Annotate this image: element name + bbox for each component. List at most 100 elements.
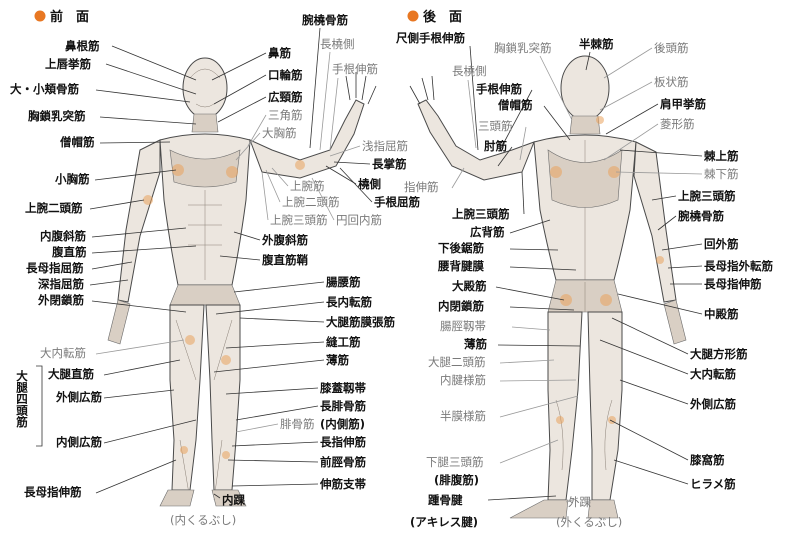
label-toukotsu: 橈側 xyxy=(358,177,381,191)
label-enkai-nai: 円回内筋 xyxy=(336,213,382,227)
label-gaiheisa: 外閉鎖筋 xyxy=(37,293,84,307)
label-naiken-you: 内腱様筋 xyxy=(440,373,486,387)
label-chuu: 肘筋 xyxy=(484,139,507,153)
label-jouwan-santou-left: 上腕三頭筋 xyxy=(452,207,510,221)
label-jouwan: 上腕筋 xyxy=(290,179,325,193)
label-choutou-soku: 長橈側 xyxy=(320,37,355,51)
label-naifuku-sha: 内腹斜筋 xyxy=(40,229,86,243)
label-kyokka: 棘下筋 xyxy=(704,167,739,181)
label-kyokujou: 棘上筋 xyxy=(704,149,739,163)
label-kouhai: 広背筋 xyxy=(470,225,505,239)
label-daiden: 大殿筋 xyxy=(452,279,487,293)
label-jouwan-santou-b: 上腕三頭筋 xyxy=(678,189,736,203)
label-kourin: 口輪筋 xyxy=(268,68,303,82)
label-shukon-shin-b: 手根伸筋 xyxy=(476,82,522,96)
label-naisoku-kou: 内側広筋 xyxy=(56,435,102,449)
label-naisoku-paren: (内側筋) xyxy=(320,417,365,431)
label-shitsuka: 膝窩筋 xyxy=(690,453,725,467)
label-chuuden: 中殿筋 xyxy=(704,307,739,321)
label-zenkei-kotsu: 前脛骨筋 xyxy=(320,455,366,469)
label-shukon-kukkin: 手根屈筋 xyxy=(374,195,420,209)
back-title: 後 面 xyxy=(423,9,462,25)
label-chounai-ten: 長内転筋 xyxy=(326,295,372,309)
label-choubo-shi-gaiten: 長母指外転筋 xyxy=(704,259,773,273)
label-wantou-kotsu-b: 腕橈骨筋 xyxy=(678,209,724,223)
label-haku-b: 薄筋 xyxy=(464,337,487,351)
label-daitai-kinmaku: 大腿筋膜張筋 xyxy=(326,315,395,329)
label-gaisoku-kou: 外側広筋 xyxy=(55,390,102,404)
label-choushou: 長掌筋 xyxy=(372,157,407,171)
label-jouwan-santou: 上腕三頭筋 xyxy=(270,213,328,227)
label-choushi-shin: 長指伸筋 xyxy=(320,435,366,449)
label-kakei-santou: 下腿三頭筋 xyxy=(426,455,484,469)
label-naiheisa: 内閉鎖筋 xyxy=(438,299,484,313)
label-bi: 鼻筋 xyxy=(268,46,291,60)
label-shoukotsu-ken: 踵骨腱 xyxy=(428,493,463,507)
label-shukon-shin: 手根伸筋 xyxy=(332,62,378,76)
label-kyousa-nyuutotsu: 胸鎖乳突筋 xyxy=(28,109,86,123)
label-chouke-jintai: 腸脛靱帯 xyxy=(440,319,486,333)
label-hankyoku: 半棘筋 xyxy=(579,37,614,51)
label-dainai-ten-b: 大内転筋 xyxy=(690,367,736,381)
label-gaika: 外踝 xyxy=(568,495,591,509)
label-dai-shou-kyokotsu: 大・小頬骨筋 xyxy=(10,82,79,96)
label-soubou: 僧帽筋 xyxy=(60,135,95,149)
back-bullet-icon xyxy=(408,11,419,22)
label-daitai-nitou: 大腿二頭筋 xyxy=(428,355,486,369)
label-shitsugai-jintai: 膝蓋靱帯 xyxy=(320,381,366,395)
label-dainai-ten: 大内転筋 xyxy=(40,346,86,360)
label-hikotsu: 腓骨筋 xyxy=(280,417,315,431)
label-kagou-kyo: 下後鋸筋 xyxy=(438,241,484,255)
label-chouyou: 腸腰筋 xyxy=(326,275,361,289)
label-kouken: 広頸筋 xyxy=(268,90,303,104)
label-choubo-shi-shin-b: 長母指伸筋 xyxy=(704,277,762,291)
label-choutou-soku-b: 長橈側 xyxy=(452,64,487,78)
label-gaifuku-sha: 外腹斜筋 xyxy=(261,233,308,247)
label-fukuchoku: 腹直筋 xyxy=(52,245,87,259)
label-daikyou: 大胸筋 xyxy=(262,126,297,140)
label-gaisoku-kou-b: 外側広筋 xyxy=(689,397,736,411)
label-kougai: 回外筋 xyxy=(704,237,739,251)
label-naika-reading: (内くるぶし) xyxy=(170,513,236,527)
label-daitai-choku: 大腿直筋 xyxy=(48,367,94,381)
label-shinkin-shitai: 伸筋支帯 xyxy=(319,477,366,491)
label-haku: 薄筋 xyxy=(326,353,349,367)
label-bikon: 鼻根筋 xyxy=(65,39,100,53)
label-ryoukei: 菱形筋 xyxy=(660,117,695,131)
label-fukuchou: (腓腹筋) xyxy=(434,473,479,487)
label-choubo-shi-shin: 長母指伸筋 xyxy=(24,485,82,499)
label-quad-vertical: 大腿四頭筋 xyxy=(15,369,29,428)
label-wantou-kotsu: 腕橈骨筋 xyxy=(302,13,348,27)
label-shoukyou: 小胸筋 xyxy=(54,172,90,186)
label-daitai-houkei: 大腿方形筋 xyxy=(690,347,748,361)
label-chouhi-kotsu: 長腓骨筋 xyxy=(320,399,366,413)
label-koutou: 後頭筋 xyxy=(654,41,689,55)
label-gaika-reading: (外くるぶし) xyxy=(556,515,622,529)
label-sankaku: 三角筋 xyxy=(268,108,303,122)
label-kenkou-kyo: 肩甲挙筋 xyxy=(660,97,706,111)
front-left-labels: 鼻根筋 上唇挙筋 大・小頬骨筋 胸鎖乳突筋 僧帽筋 小胸筋 上腕二頭筋 内腹斜筋… xyxy=(10,39,196,499)
label-shakusoku-shukon-shin: 尺側手根伸筋 xyxy=(396,31,465,45)
label-naika: 内踝 xyxy=(222,493,245,507)
label-yohai-kinmaku: 腰背腱膜 xyxy=(437,259,484,273)
label-santou: 三頭筋 xyxy=(478,119,513,133)
label-soubou-b: 僧帽筋 xyxy=(498,98,533,112)
label-shin-shi-kukkin: 深指屈筋 xyxy=(38,277,84,291)
front-bullet-icon xyxy=(35,11,46,22)
label-jouwan-nitou: 上腕二頭筋 xyxy=(25,201,83,215)
label-choubo-shi-kukkin: 長母指屈筋 xyxy=(26,261,84,275)
label-jouhin-kyo: 上唇挙筋 xyxy=(45,57,91,71)
label-achilles: (アキレス腱) xyxy=(410,515,478,529)
front-title: 前 面 xyxy=(50,9,89,25)
label-shishin: 指伸筋 xyxy=(404,180,439,194)
label-kyousa-nyuutotsu-b: 胸鎖乳突筋 xyxy=(494,41,552,55)
label-hanmaku-you: 半膜様筋 xyxy=(440,409,486,423)
label-fukuchoku-shou: 腹直筋鞘 xyxy=(262,253,308,267)
label-jouwan-nitou-sub: 上腕二頭筋 xyxy=(282,195,340,209)
label-senshi-kukkin: 浅指屈筋 xyxy=(362,139,408,153)
label-houkou: 縫工筋 xyxy=(326,335,361,349)
label-hanjou: 板状筋 xyxy=(654,75,689,89)
label-hirame: ヒラメ筋 xyxy=(690,477,736,491)
